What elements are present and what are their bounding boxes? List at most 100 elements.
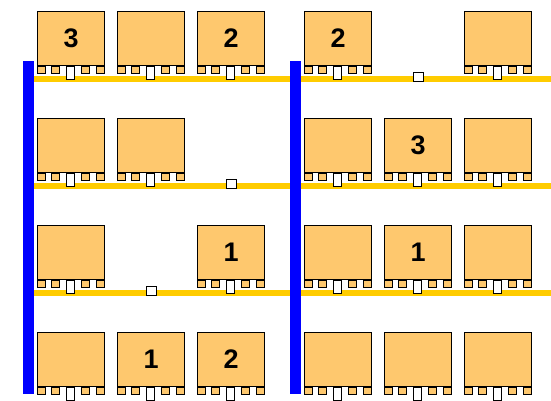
pallet-block [464,66,473,74]
pallet-block [37,173,46,181]
pallet-block [197,280,206,288]
pallet-block [318,173,327,181]
storage-box [117,118,185,173]
pallet-block [443,173,452,181]
storage-box [464,332,532,387]
pallet-marker [493,173,502,187]
pallet-block [81,280,90,288]
pallet-block [81,173,90,181]
pallet-block [318,280,327,288]
pallet-block [51,173,60,181]
pallet-block [508,66,517,74]
storage-box [37,118,105,173]
pallet-block [384,280,393,288]
pallet-block [37,66,46,74]
storage-box: 1 [117,332,185,387]
empty-slot-marker [226,179,237,189]
box-number-label: 1 [143,344,158,375]
empty-slot-marker [413,72,424,82]
pallet-block [348,280,357,288]
storage-box: 2 [304,11,372,66]
pallet-block [176,173,185,181]
storage-box [37,332,105,387]
pallet-marker [493,66,502,80]
pallet-block [176,66,185,74]
rack-upright [23,61,34,394]
pallet-block [37,280,46,288]
pallet-block [131,66,140,74]
pallet-marker [226,387,235,401]
storage-box [304,118,372,173]
pallet-block [508,280,517,288]
box-number-label: 2 [330,23,345,54]
pallet-block [348,173,357,181]
storage-box [464,225,532,280]
pallet-block [51,280,60,288]
box-number-label: 3 [63,23,78,54]
pallet-block [304,66,313,74]
box-number-label: 1 [223,237,238,268]
pallet-block [304,173,313,181]
pallet-block [523,66,532,74]
pallet-block [318,66,327,74]
pallet-marker [413,280,422,294]
pallet-block [508,173,517,181]
pallet-marker [66,66,75,80]
pallet-marker [493,387,502,401]
storage-box [304,332,372,387]
storage-box: 3 [384,118,452,173]
pallet-block [384,173,393,181]
pallet-block [96,280,105,288]
storage-box: 1 [197,225,265,280]
pallet-marker [66,173,75,187]
pallet-block [211,280,220,288]
pallet-block [197,66,206,74]
pallet-block [96,173,105,181]
pallet-block [348,66,357,74]
pallet-block [211,66,220,74]
pallet-block [478,280,487,288]
pallet-block [241,280,250,288]
pallet-marker [333,387,342,401]
shelf-beam [23,183,290,189]
shelf-beam [23,76,290,82]
storage-box [384,332,452,387]
pallet-marker [333,66,342,80]
pallet-block [51,66,60,74]
storage-box [304,225,372,280]
pallet-marker [413,387,422,401]
pallet-block [256,280,265,288]
pallet-block [241,66,250,74]
storage-box: 1 [384,225,452,280]
pallet-marker [146,387,155,401]
pallet-block [523,280,532,288]
storage-box: 3 [37,11,105,66]
storage-box [464,118,532,173]
pallet-block [96,66,105,74]
pallet-block [363,280,372,288]
rack-upright [290,61,301,394]
pallet-block [523,173,532,181]
pallet-block [131,173,140,181]
pallet-marker [493,280,502,294]
pallet-marker [226,280,235,294]
empty-slot-marker [146,286,157,296]
pallet-marker [146,173,155,187]
pallet-marker [413,173,422,187]
pallet-block [117,66,126,74]
pallet-block [478,66,487,74]
pallet-block [161,66,170,74]
box-number-label: 3 [410,130,425,161]
pallet-block [478,173,487,181]
pallet-marker [66,387,75,401]
pallet-marker [146,66,155,80]
box-number-label: 2 [223,344,238,375]
storage-box: 2 [197,332,265,387]
pallet-block [256,66,265,74]
pallet-marker [226,66,235,80]
pallet-marker [333,173,342,187]
pallet-block [304,280,313,288]
pallet-block [363,173,372,181]
pallet-block [428,173,437,181]
